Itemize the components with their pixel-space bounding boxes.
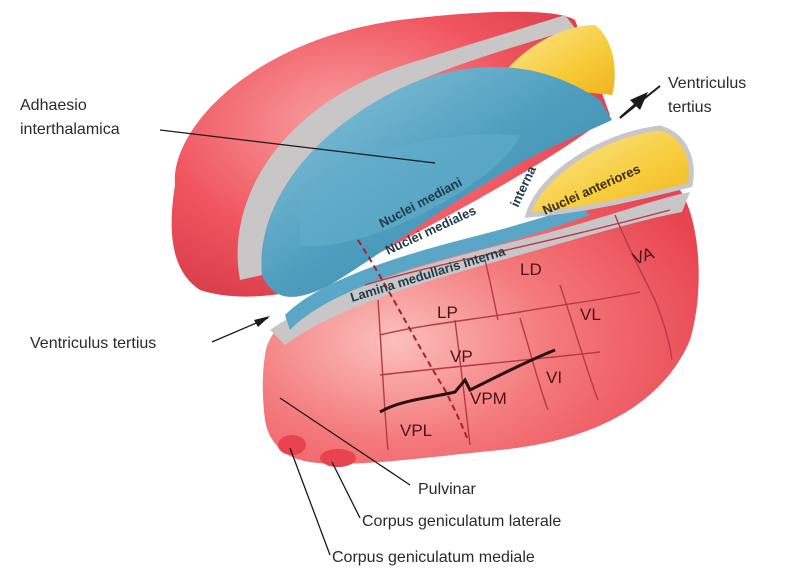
label-ventriculus-left: Ventriculus tertius <box>30 335 156 352</box>
label-corpus-geniculatum-laterale: Corpus geniculatum laterale <box>362 513 561 530</box>
label-adhaesio: Adhaesio interthalamica <box>20 97 120 138</box>
label-ld: LD <box>520 260 542 279</box>
label-ventriculus-right: Ventriculus tertius <box>668 75 751 116</box>
label-pulvinar: Pulvinar <box>418 481 476 498</box>
label-ventriculus-right-line2: tertius <box>668 99 712 116</box>
arrow-ventriculus-right <box>618 92 648 118</box>
label-vl: VL <box>580 305 601 324</box>
label-vp: VP <box>450 347 473 366</box>
corpus-geniculatum-laterale-bump <box>320 449 356 467</box>
arrow-ventriculus-right-shaft <box>620 86 660 118</box>
label-vpl: VPL <box>400 421 432 440</box>
label-vi: VI <box>546 368 562 387</box>
label-corpus-geniculatum-mediale: Corpus geniculatum mediale <box>332 549 535 566</box>
label-adhaesio-line1: Adhaesio <box>20 97 87 114</box>
label-ventriculus-right-line1: Ventriculus <box>668 75 746 92</box>
label-vpm: VPM <box>470 389 507 408</box>
label-lp: LP <box>437 303 458 322</box>
arrow-ventriculus-left <box>254 316 270 327</box>
label-adhaesio-line2: interthalamica <box>20 121 120 138</box>
